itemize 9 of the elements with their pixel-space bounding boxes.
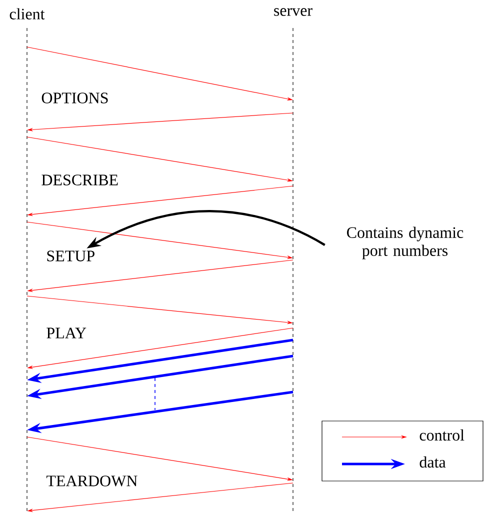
message-label: OPTIONS: [42, 92, 108, 104]
message-label: TEARDOWN: [46, 476, 138, 486]
message-label: DESCRIBE: [42, 174, 118, 186]
participant-label: server: [274, 8, 312, 16]
participant-label: client: [10, 8, 45, 20]
callout-text: Contains dynamic port numbers: [347, 226, 464, 260]
legend-label: control: [420, 429, 464, 441]
message-label: SETUP: [47, 250, 94, 262]
legend-label: data: [420, 456, 446, 468]
